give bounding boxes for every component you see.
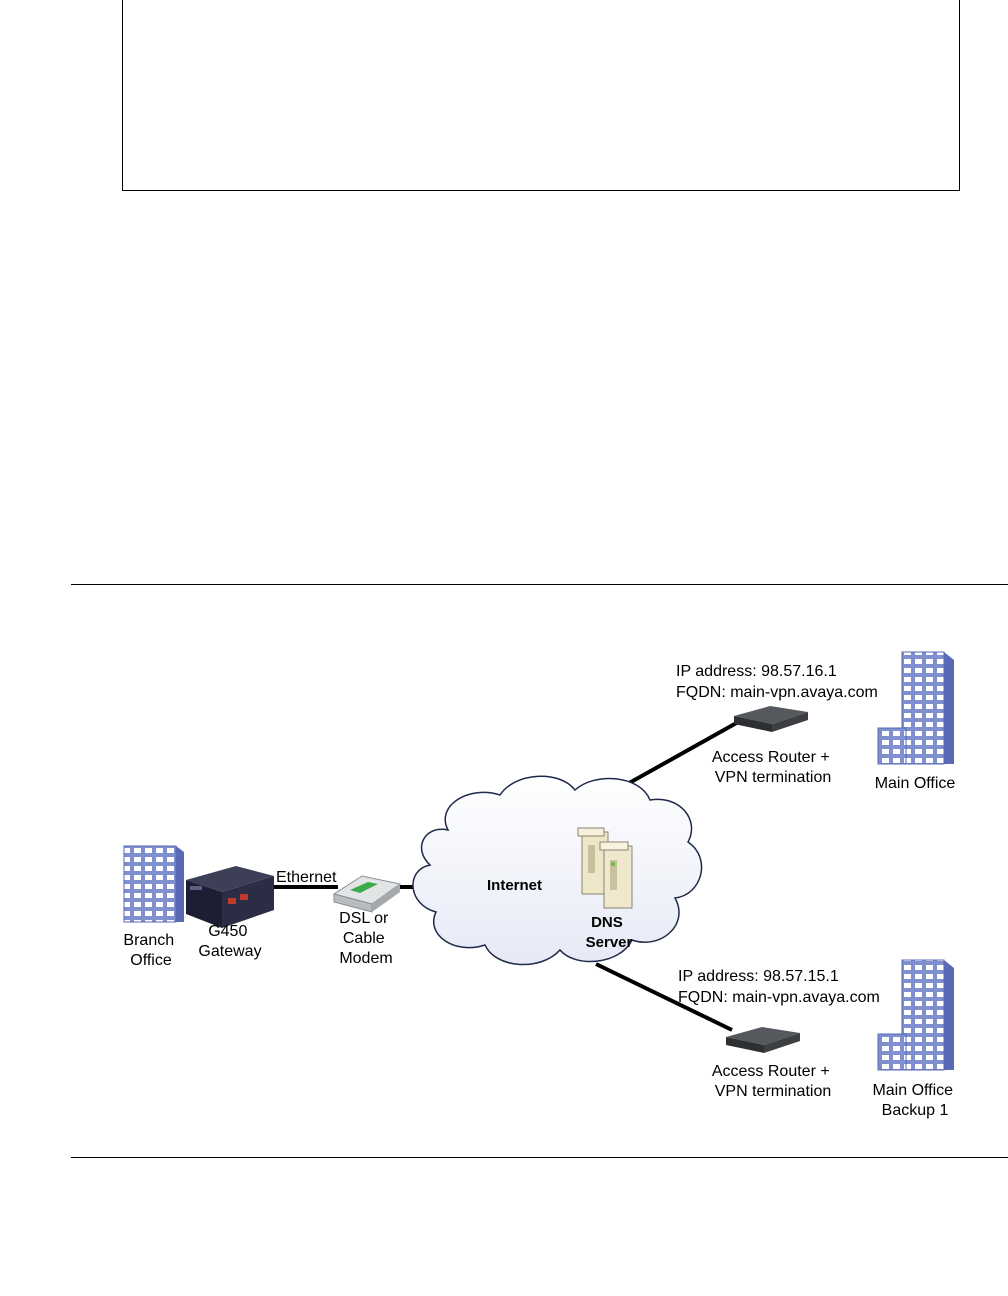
main-ip-address: IP address: 98.57.16.1 <box>676 663 837 680</box>
dns-server-icon <box>577 827 633 909</box>
internet-cloud <box>412 775 703 966</box>
ethernet-label: Ethernet <box>276 869 337 886</box>
backup-office-building-icon <box>877 959 954 1071</box>
backup-office-link <box>595 962 733 1032</box>
branch-office-building-icon <box>123 845 184 923</box>
dsl-modem-icon <box>332 875 402 913</box>
figure-bottom-rule <box>71 1157 1008 1158</box>
figure-top-rule <box>71 584 1008 585</box>
main-access-router-icon <box>734 706 808 732</box>
modem-label: DSL or Cable Modem <box>339 910 393 967</box>
backup-router-label: Access Router + VPN termination <box>712 1063 834 1100</box>
g450-gateway-icon <box>186 866 274 928</box>
backup-office-label: Main Office Backup 1 <box>872 1082 957 1119</box>
branch-office-label: Branch Office <box>123 932 178 969</box>
dns-server-label: DNS Server <box>586 914 633 951</box>
main-office-label: Main Office <box>875 775 956 792</box>
callout-box <box>122 0 960 191</box>
internet-label: Internet <box>487 877 542 894</box>
main-fqdn: FQDN: main-vpn.avaya.com <box>676 684 878 701</box>
main-router-label: Access Router + VPN termination <box>712 749 834 786</box>
gateway-label: G450 Gateway <box>198 923 261 960</box>
main-office-building-icon <box>877 651 954 765</box>
backup-fqdn: FQDN: main-vpn.avaya.com <box>678 989 880 1006</box>
backup-ip-address: IP address: 98.57.15.1 <box>678 968 839 985</box>
backup-access-router-icon <box>726 1027 800 1053</box>
